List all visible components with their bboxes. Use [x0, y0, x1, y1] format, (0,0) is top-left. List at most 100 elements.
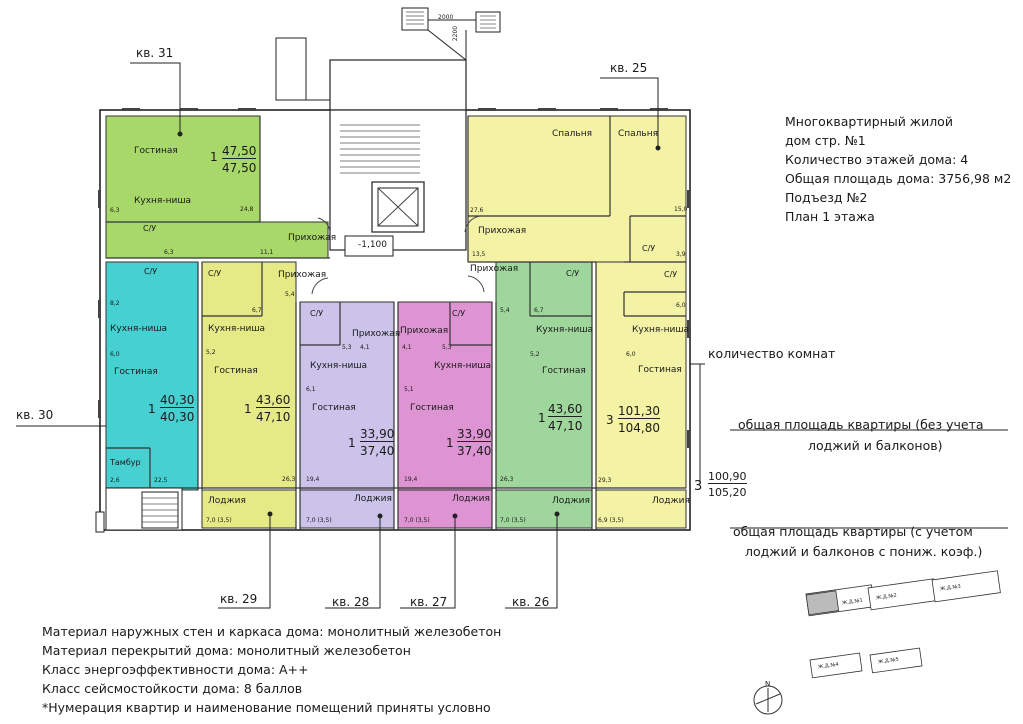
room-name: Гостиная — [638, 365, 682, 375]
kv25-lower-fill — [595, 261, 687, 489]
room-name: Кухня-ниша — [310, 361, 368, 371]
apt-area: 33,90 — [457, 427, 492, 442]
room-area: 4,1 — [402, 344, 412, 351]
room-area: 8,2 — [110, 300, 120, 307]
apt-area: 101,30 — [618, 404, 660, 419]
room-area: 15,0 — [674, 206, 688, 213]
room-area: 2,6 — [110, 477, 120, 484]
room-name: Гостиная — [134, 146, 178, 156]
apt-rooms: 1 — [244, 402, 252, 416]
legend-area-label-2: лоджий и балконов) — [808, 438, 943, 453]
apt-area-total: 47,50 — [222, 161, 257, 175]
room-area: 7,0 (3,5) — [206, 517, 232, 524]
apt-label-30: кв. 30 — [16, 408, 54, 422]
apt-rooms: 1 — [348, 436, 356, 450]
apt-rooms: 3 — [606, 413, 614, 427]
kv28-fill — [299, 301, 395, 491]
room-name: Кухня-ниша — [536, 325, 594, 335]
room-area: 26,3 — [282, 476, 296, 483]
apt-label-28: кв. 28 — [332, 595, 370, 609]
room-area: 22,5 — [154, 477, 168, 484]
room-name: Кухня-ниша — [434, 361, 492, 371]
room-name: Прихожая — [352, 329, 401, 339]
apt-label-29: кв. 29 — [220, 592, 258, 606]
apt-label-26: кв. 26 — [512, 595, 550, 609]
note-line: Материал наружных стен и каркаса дома: м… — [42, 624, 502, 639]
north-label: N — [765, 680, 771, 688]
room-name: Прихожая — [288, 233, 337, 243]
kv27-loggia-fill — [397, 489, 493, 529]
room-area: 3,9 — [676, 251, 686, 258]
room-area: 6,0 — [110, 351, 120, 358]
apt-area-total: 47,10 — [548, 419, 583, 433]
room-area: 4,1 — [360, 344, 370, 351]
apt-area-total: 47,10 — [256, 410, 291, 424]
room-name: С/У — [642, 244, 656, 253]
room-name: Спальня — [618, 129, 659, 139]
room-name: С/У — [143, 224, 157, 233]
apt-label-27: кв. 27 — [410, 595, 448, 609]
room-name: Прихожая — [400, 326, 449, 336]
room-area: 24,8 — [240, 206, 254, 213]
entrance-stair — [95, 487, 183, 533]
room-area: 6,0 — [626, 351, 636, 358]
room-area: 6,3 — [110, 207, 120, 214]
windows — [98, 108, 690, 448]
legend-total-label-1: общая площадь квартиры (с учетом — [733, 524, 973, 539]
room-name: С/У — [310, 309, 324, 318]
room-area: 6,1 — [306, 386, 316, 393]
note-line: Класс сейсмостойкости дома: 8 баллов — [42, 681, 303, 696]
notes: Материал наружных стен и каркаса дома: м… — [42, 622, 501, 717]
room-name: С/У — [208, 269, 222, 278]
room-name: Прихожая — [278, 270, 327, 280]
room-area: 29,3 — [598, 477, 612, 484]
apt-area-total: 104,80 — [618, 421, 660, 435]
room-name: Спальня — [552, 129, 593, 139]
room-name: С/У — [664, 270, 678, 279]
leader-dots — [177, 131, 661, 519]
room-area: 5,2 — [530, 351, 540, 358]
room-name: Лоджия — [652, 496, 690, 506]
room-area: 7,0 (3,5) — [404, 517, 430, 524]
room-area: 13,5 — [472, 251, 486, 258]
stair-core — [275, 7, 501, 257]
room-area: 19,4 — [306, 476, 320, 483]
legend-sample-rooms: 3 — [694, 479, 703, 494]
info-line: Общая площадь дома: 3756,98 м2 — [785, 171, 1012, 186]
level-mark: -1,100 — [358, 240, 388, 250]
kv26-loggia-fill — [495, 489, 593, 529]
legend-sample-area-total: 105,20 — [708, 486, 747, 499]
room-area: 6,9 (3,5) — [598, 517, 624, 524]
apt-area: 43,60 — [548, 402, 583, 417]
note-line: Материал перекрытий дома: монолитный жел… — [42, 643, 411, 658]
room-name: Прихожая — [470, 264, 519, 274]
info-line: дом стр. №1 — [785, 133, 866, 148]
apt-rooms: 1 — [538, 411, 546, 425]
room-name: Кухня-ниша — [134, 196, 192, 206]
key-plan — [805, 570, 1001, 679]
room-area: 11,1 — [260, 249, 274, 256]
room-name: С/У — [452, 309, 466, 318]
note-line: Класс энергоэффективности дома: А++ — [42, 662, 309, 677]
apt-area-total: 37,40 — [360, 444, 395, 458]
apt-label-31: кв. 31 — [136, 46, 174, 60]
building-info: Многоквартирный жилой дом стр. №1 Количе… — [785, 112, 1011, 226]
room-name: Гостиная — [542, 366, 586, 376]
room-area: 19,4 — [404, 476, 418, 483]
apt-label-25: кв. 25 — [610, 61, 648, 75]
room-area: 6,0 — [676, 302, 686, 309]
room-area: 5,3 — [342, 344, 352, 351]
kv31-hall-fill — [105, 221, 329, 259]
room-name: Гостиная — [214, 366, 258, 376]
apt-area-total: 37,40 — [457, 444, 492, 458]
legend-area-label-1: общая площадь квартиры (без учета — [738, 417, 984, 432]
kv29-loggia-fill — [201, 489, 297, 529]
kv27-fill — [397, 301, 493, 491]
room-area: 5,4 — [285, 291, 295, 298]
room-name: С/У — [566, 269, 580, 278]
room-name: Лоджия — [208, 496, 246, 506]
info-line: Количество этажей дома: 4 — [785, 152, 969, 167]
room-name: Лоджия — [452, 494, 490, 504]
kv31-fill — [105, 115, 261, 223]
